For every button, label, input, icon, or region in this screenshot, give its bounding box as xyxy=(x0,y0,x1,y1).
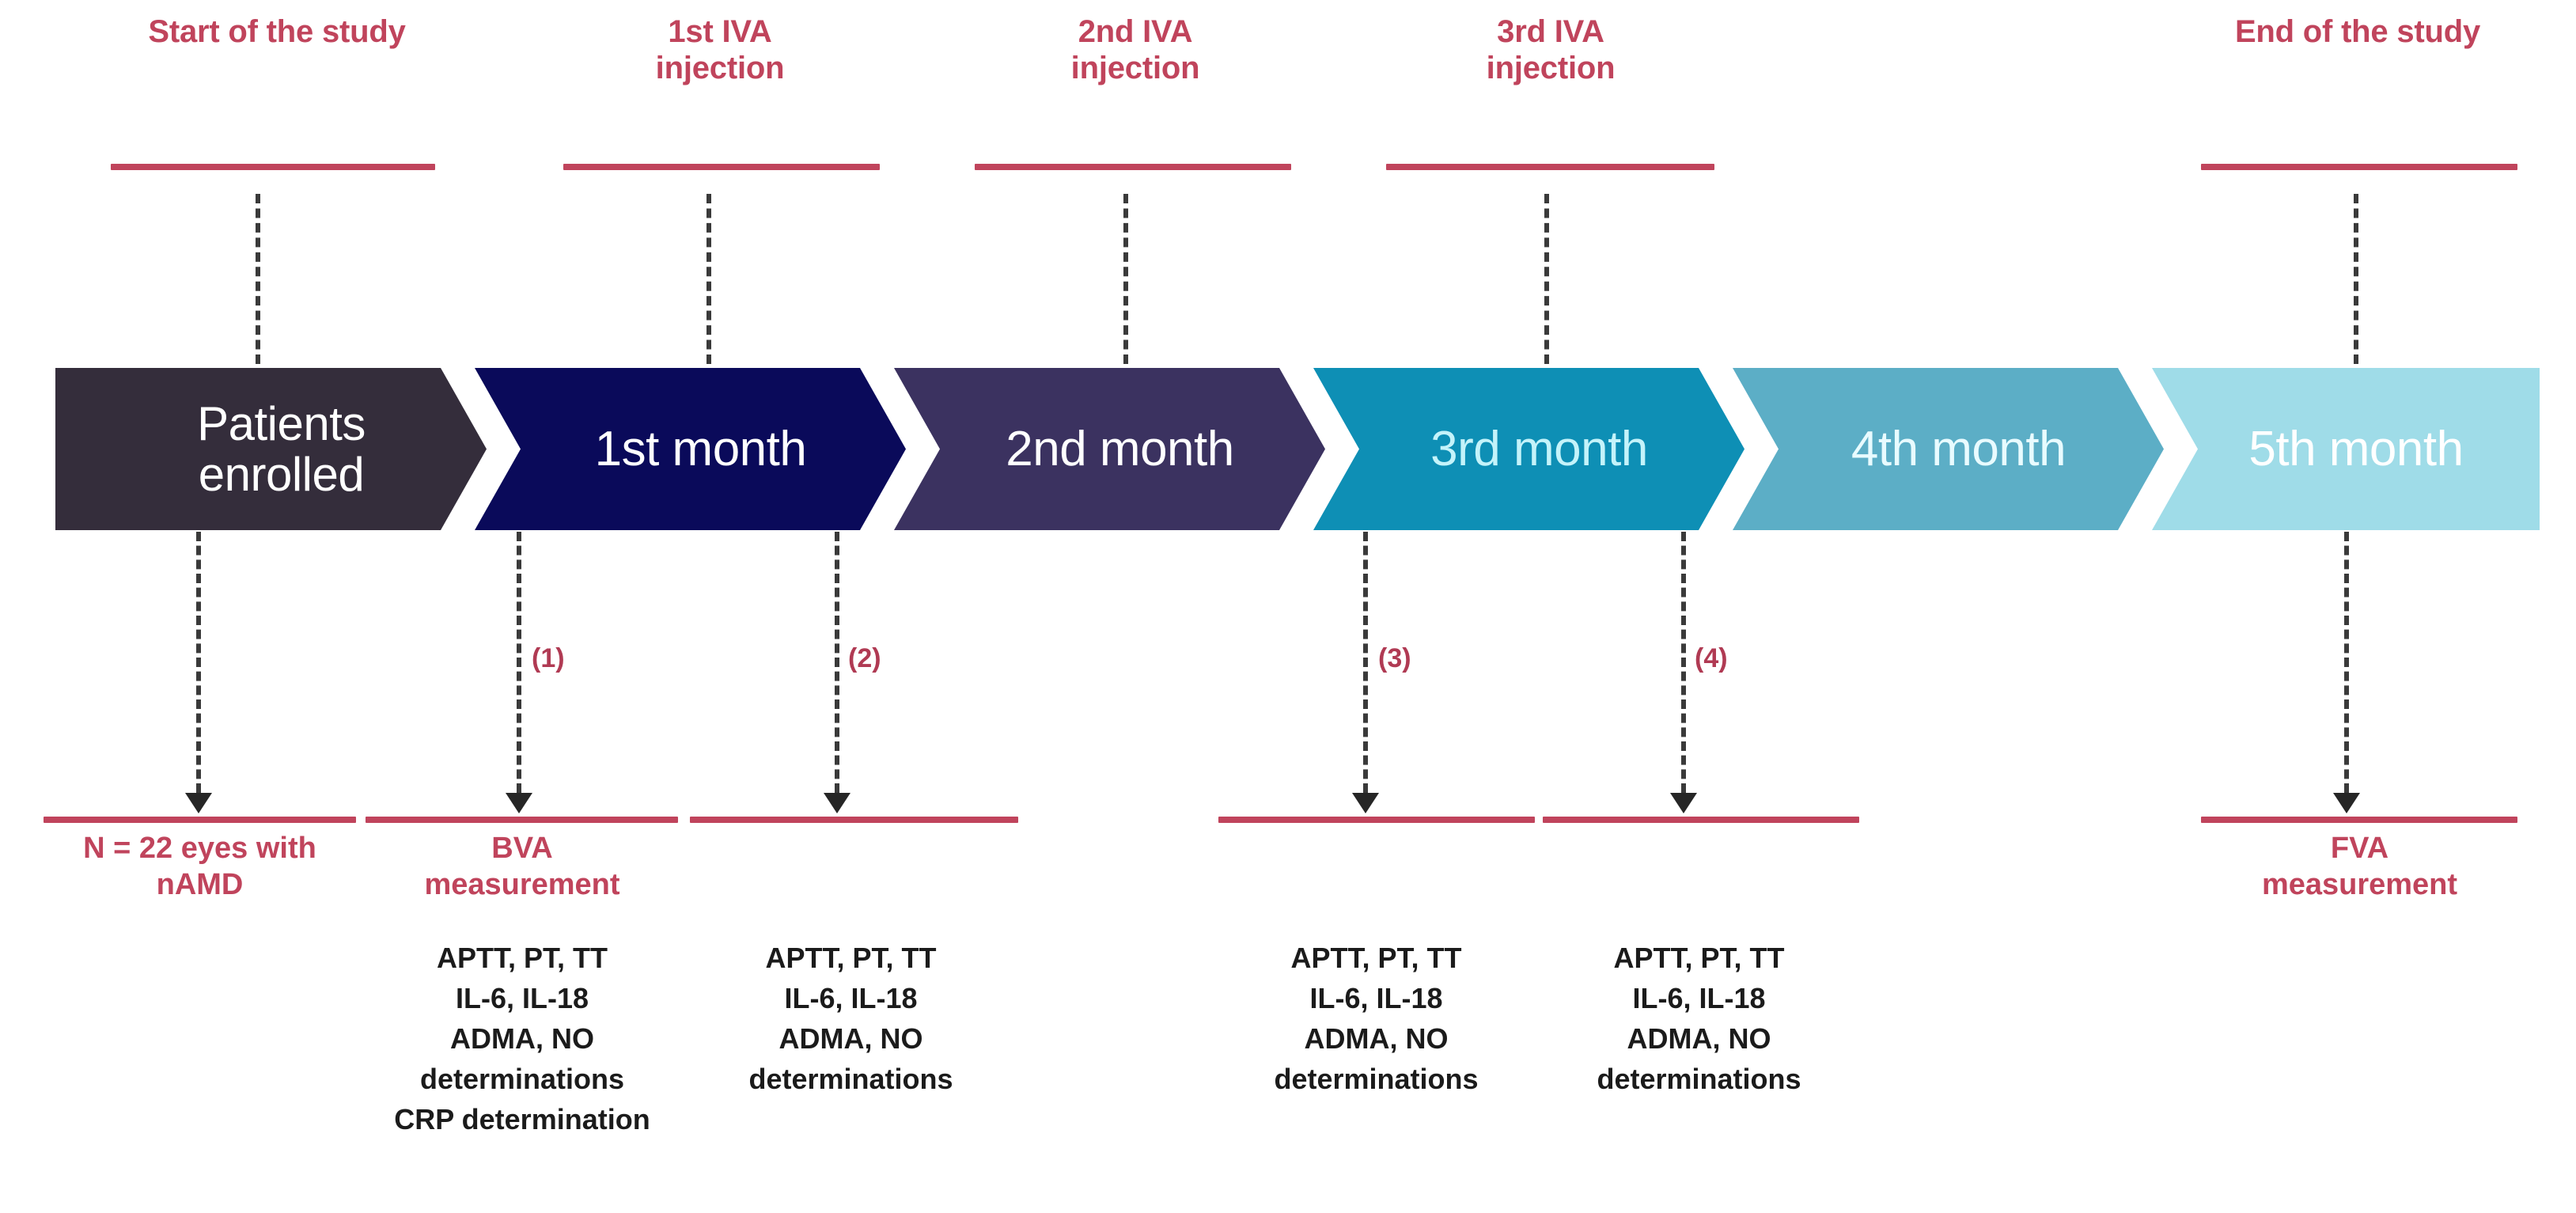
phase-label-2nd-month: 2nd month xyxy=(1006,421,1234,476)
event-label-3rd-iva: 3rd IVA injection xyxy=(1486,14,1616,85)
conn-visit4 xyxy=(1681,532,1686,793)
phase-label-patients-enrolled: Patients enrolled xyxy=(197,396,366,501)
event-rule-1st-iva xyxy=(563,164,880,170)
conn-end xyxy=(2354,194,2358,364)
conn-visit3 xyxy=(1363,532,1368,793)
step-marker-step-2: (2) xyxy=(848,643,881,673)
phase-4th-month[interactable]: 4th month xyxy=(1733,368,2164,530)
event-rule-end-of-study xyxy=(2201,164,2517,170)
bottom-rule-visit-2 xyxy=(690,817,1018,823)
event-rule-3rd-iva xyxy=(1386,164,1714,170)
phase-label-4th-month: 4th month xyxy=(1851,421,2066,476)
conn-final-arrowhead xyxy=(2333,793,2360,813)
conn-visit3-arrowhead xyxy=(1352,793,1379,813)
conn-iva1 xyxy=(707,194,711,364)
step-marker-step-4: (4) xyxy=(1695,643,1728,673)
event-rule-start-of-study xyxy=(111,164,435,170)
phase-1st-month[interactable]: 1st month xyxy=(475,368,906,530)
bottom-caption-final-visit: FVA measurement xyxy=(2261,832,2458,901)
bottom-rule-visit-4 xyxy=(1543,817,1859,823)
phase-label-3rd-month: 3rd month xyxy=(1430,421,1648,476)
event-label-2nd-iva: 2nd IVA injection xyxy=(1070,14,1200,85)
conn-iva3 xyxy=(1544,194,1549,364)
step-marker-step-3: (3) xyxy=(1378,643,1411,673)
step-marker-step-1: (1) xyxy=(532,643,565,673)
phase-label-5th-month: 5th month xyxy=(2248,421,2464,476)
phase-label-1st-month: 1st month xyxy=(594,421,807,476)
lab-list-visit-3: APTT, PT, TT IL-6, IL-18 ADMA, NO determ… xyxy=(1274,942,1479,1096)
lab-list-visit-1: APTT, PT, TT IL-6, IL-18 ADMA, NO determ… xyxy=(394,942,650,1136)
bottom-rule-visit-3 xyxy=(1218,817,1535,823)
phase-patients-enrolled[interactable]: Patients enrolled xyxy=(55,368,487,530)
conn-iva2 xyxy=(1123,194,1128,364)
conn-visit1 xyxy=(517,532,521,793)
conn-visit4-arrowhead xyxy=(1670,793,1697,813)
conn-enroll xyxy=(196,532,201,793)
phase-5th-month[interactable]: 5th month xyxy=(2152,368,2540,530)
conn-visit2-arrowhead xyxy=(824,793,850,813)
lab-list-visit-4: APTT, PT, TT IL-6, IL-18 ADMA, NO determ… xyxy=(1597,942,1801,1096)
conn-start xyxy=(256,194,260,364)
bottom-caption-visit-1: BVA measurement xyxy=(424,832,620,901)
conn-final xyxy=(2344,532,2349,793)
conn-visit1-arrowhead xyxy=(506,793,532,813)
lab-list-visit-2: APTT, PT, TT IL-6, IL-18 ADMA, NO determ… xyxy=(748,942,953,1096)
event-label-start-of-study: Start of the study xyxy=(148,14,406,49)
bottom-rule-final-visit xyxy=(2201,817,2517,823)
bottom-rule-enrollment xyxy=(44,817,356,823)
event-rule-2nd-iva xyxy=(975,164,1291,170)
bottom-rule-visit-1 xyxy=(366,817,678,823)
event-label-1st-iva: 1st IVA injection xyxy=(655,14,785,85)
conn-visit2 xyxy=(835,532,839,793)
event-label-end-of-study: End of the study xyxy=(2234,14,2481,49)
phase-3rd-month[interactable]: 3rd month xyxy=(1313,368,1744,530)
conn-enroll-arrowhead xyxy=(185,793,212,813)
bottom-caption-enrollment: N = 22 eyes with nAMD xyxy=(83,832,316,901)
phase-2nd-month[interactable]: 2nd month xyxy=(894,368,1325,530)
